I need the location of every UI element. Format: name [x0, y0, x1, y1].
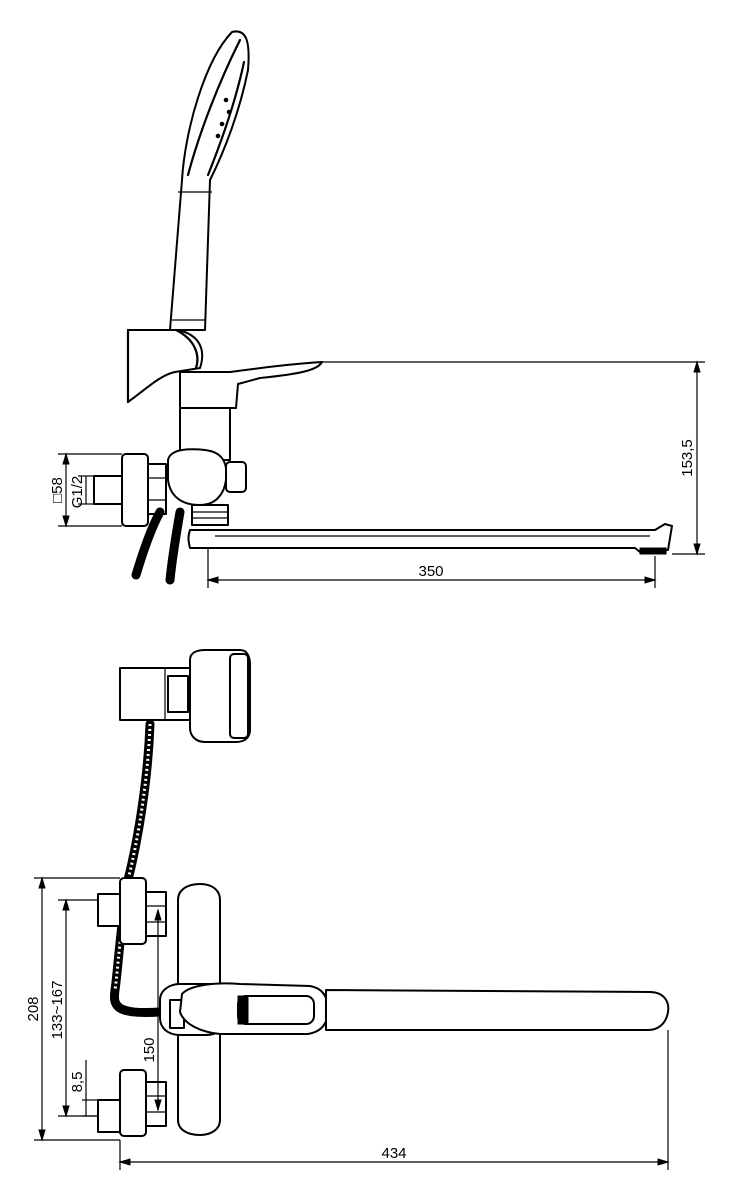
front-spout [325, 989, 670, 1031]
shower-holder [126, 328, 204, 404]
front-connector-upper [97, 877, 167, 945]
dim-label-height-208: 208 [25, 996, 42, 1021]
side-view: 153,5 350 □58 G1/2 [49, 30, 705, 588]
wall-connector [93, 453, 167, 527]
dim-label-flange-58: □58 [49, 477, 66, 503]
dim-total-434: 434 [118, 1030, 670, 1170]
front-connector-lower [97, 1069, 167, 1137]
dim-label-total-434: 434 [381, 1145, 406, 1162]
dim-label-height-153: 153,5 [679, 439, 696, 477]
mixer-body [167, 361, 323, 526]
front-handle [179, 982, 329, 1035]
spout [187, 523, 673, 555]
dim-spout-350: 350 [206, 548, 657, 588]
hand-shower [169, 30, 250, 331]
dim-label-range-133-167: 133~167 [49, 981, 66, 1040]
dim-label-offset-85: 8,5 [69, 1072, 86, 1093]
front-view: 434 208 133~167 8,5 [25, 649, 670, 1170]
dim-label-thread-g12: G1/2 [69, 476, 86, 509]
dim-range-133-167: 133~167 [49, 898, 98, 1118]
dim-height-153: 153,5 [322, 360, 705, 556]
dim-height-208: 208 [25, 876, 120, 1142]
dim-thread-g12: G1/2 [69, 475, 94, 509]
dim-label-spout-350: 350 [418, 563, 443, 580]
dim-flange-58: □58 [49, 452, 122, 528]
front-shower-holder [119, 649, 251, 743]
dim-spacing-150: 150 [141, 908, 162, 1112]
dim-label-spacing-150: 150 [141, 1037, 158, 1062]
dim-offset-85: 8,5 [69, 1060, 98, 1117]
